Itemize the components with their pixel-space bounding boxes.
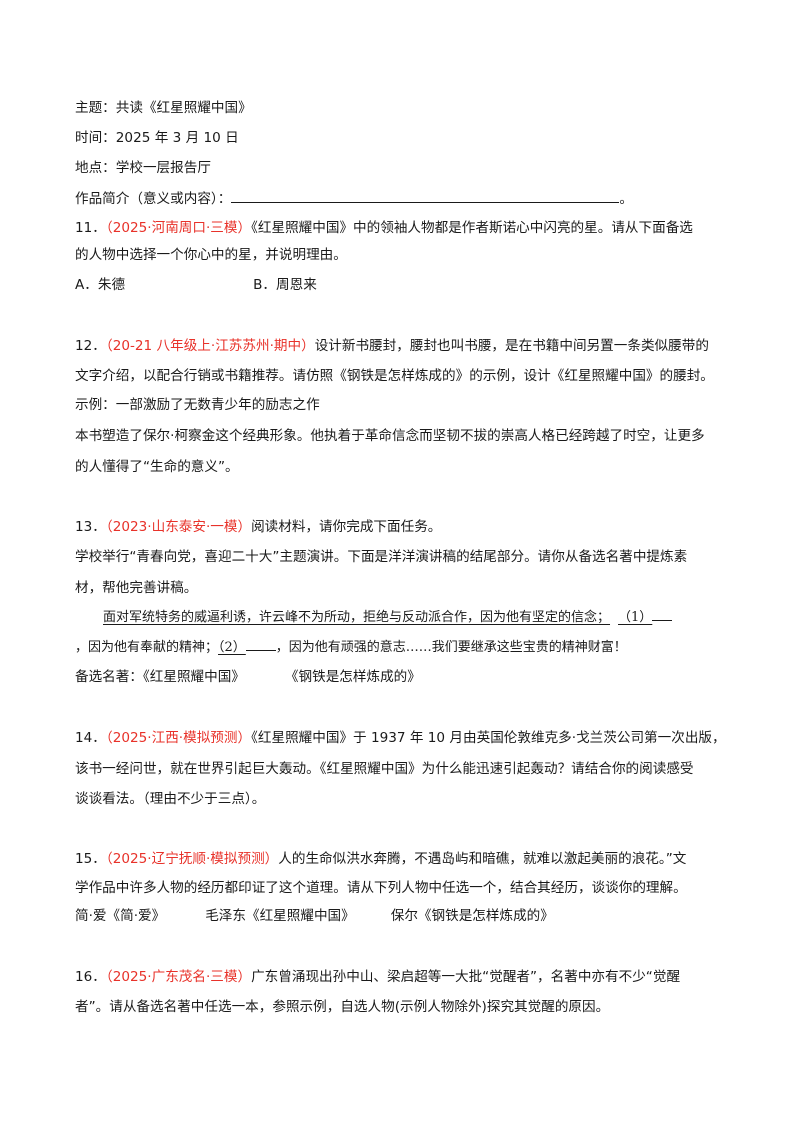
q12-example: 示例：一部激励了无数青少年的励志之作 (75, 397, 320, 413)
q14-line2: 该书一经问世，就在世界引起巨大轰动。《红星照耀中国》为什么能迅速引起轰动？请结合… (75, 761, 694, 777)
q16-text1: 广东曾涌现出孙中山、梁启超等一大批“觉醒者”，名著中亦有不少“觉醒 (251, 969, 681, 985)
q14-line3: 谈谈看法。（理由不少于三点）。 (75, 791, 266, 807)
q13-line3: 材，帮他完善讲稿。 (75, 580, 198, 596)
q13-speech-text2a: ，因为他有奉献的精神； (75, 640, 219, 655)
q13-line1: 13．（2023·山东泰安·一模）阅读材料，请你完成下面任务。 (75, 517, 441, 537)
q14-line1: 14．（2025·江西·模拟预测）《红星照耀中国》于 1937 年 10 月由英… (75, 728, 726, 748)
q13-book-second: 《钢铁是怎样炼成的》 (284, 669, 421, 685)
q15-choice2: 毛泽东《红星照耀中国》 (205, 908, 355, 924)
q12-line4: 的人懂得了“生命的意义”。 (75, 459, 239, 475)
q14-number: 14． (75, 730, 106, 746)
q13-blank1-line (652, 608, 673, 621)
q13-speech-text1: 面对军统特务的威逼利诱，许云峰不为所动，拒绝与反动派合作，因为他有坚定的信念； (103, 610, 611, 625)
event-theme: 主题：共读《红星照耀中国》 (75, 100, 252, 116)
intro-label: 作品简介（意义或内容）： (75, 191, 232, 207)
q15-line2: 学作品中许多人物的经历都印证了这个道理。请从下列人物中任选一个，结合其经历，谈谈… (75, 880, 687, 896)
q13-number: 13． (75, 519, 106, 535)
q16-line1: 16．（2025·广东茂名·三模）广东曾涌现出孙中山、梁启超等一大批“觉醒者”，… (75, 967, 680, 987)
q13-blank2[interactable]: （2） (218, 640, 246, 655)
q16-number: 16． (75, 969, 106, 985)
q13-blank2-line (245, 638, 276, 651)
q12-line3: 本书塑造了保尔·柯察金这个经典形象。他执着于革命信念而坚韧不拔的崇高人格已经跨越… (75, 428, 705, 444)
q15-choices: 简·爱《简·爱》 毛泽东《红星照耀中国》 保尔《钢铁是怎样炼成的》 (75, 906, 554, 926)
q13-blank1[interactable]: （1） (618, 610, 653, 625)
q15-choice1: 简·爱《简·爱》 (75, 908, 166, 924)
q16-source: （2025·广东茂名·三模） (105, 969, 252, 985)
q12-text1: 设计新书腰封，腰封也叫书腰，是在书籍中间另置一条类似腰带的 (314, 338, 709, 354)
event-intro: 作品简介（意义或内容）： 。 (75, 188, 633, 209)
event-place: 地点：学校一层报告厅 (75, 160, 211, 176)
q15-choice3: 保尔《钢铁是怎样炼成的》 (390, 908, 554, 924)
q14-text1: 《红星照耀中国》于 1937 年 10 月由英国伦敦维克多·戈兰茨公司第一次出版… (251, 730, 726, 746)
q11-text1: 《红星照耀中国》中的领袖人物都是作者斯诺心中闪亮的星。请从下面备选 (251, 220, 693, 236)
q13-books: 备选名著：《红星照耀中国》 《钢铁是怎样炼成的》 (75, 667, 421, 687)
q13-speech-line2: ，因为他有奉献的精神；（2） ，因为他有顽强的意志……我们要继承这些宝贵的精神财富… (75, 638, 627, 658)
q11-options: A．朱德 B．周恩来 (75, 275, 317, 295)
q12-line2: 文字介绍，以配合行销或书籍推荐。请仿照《钢铁是怎样炼成的》的示例，设计《红星照耀… (75, 368, 714, 384)
q14-source: （2025·江西·模拟预测） (105, 730, 252, 746)
q13-books-label: 备选名著：《红星照耀中国》 (75, 669, 245, 685)
q16-line2: 者”。请从备选名著中任选一本，参照示例，自选人物(示例人物除外)探究其觉醒的原因… (75, 999, 610, 1015)
q12-line1: 12．（20-21 八年级上·江苏苏州·期中）设计新书腰封，腰封也叫书腰，是在书… (75, 336, 709, 356)
q15-line1: 15．（2025·辽宁抚顺·模拟预测）人的生命似洪水奔腾，不遇岛屿和暗礁，就难以… (75, 849, 686, 869)
q15-number: 15． (75, 851, 106, 867)
q11-number: 11． (75, 220, 106, 236)
q11-option-b: B．周恩来 (253, 277, 317, 293)
q13-speech-line1: 面对军统特务的威逼利诱，许云峰不为所动，拒绝与反动派合作，因为他有坚定的信念； （… (103, 608, 673, 628)
q13-line2: 学校举行“青春向党，喜迎二十大”主题演讲。下面是洋洋演讲稿的结尾部分。请你从备选… (75, 549, 688, 565)
q13-source: （2023·山东泰安·一模） (105, 519, 252, 535)
event-time: 时间：2025 年 3 月 10 日 (75, 130, 239, 146)
intro-end: 。 (619, 191, 633, 207)
q12-number: 12． (75, 338, 106, 354)
q13-speech-text2b: ，因为他有顽强的意志……我们要继承这些宝贵的精神财富！ (275, 640, 627, 655)
q11-line2: 的人物中选择一个你心中的星，并说明理由。 (75, 247, 347, 263)
q15-text1: 人的生命似洪水奔腾，不遇岛屿和暗礁，就难以激起美丽的浪花。”文 (278, 851, 687, 867)
q11-option-a: A．朱德 (75, 277, 126, 293)
q11-source: （2025·河南周口·三模） (105, 220, 252, 236)
q13-text1: 阅读材料，请你完成下面任务。 (251, 519, 442, 535)
q11-line1: 11．（2025·河南周口·三模）《红星照耀中国》中的领袖人物都是作者斯诺心中闪… (75, 218, 693, 238)
intro-answer-blank[interactable] (231, 188, 620, 203)
q15-source: （2025·辽宁抚顺·模拟预测） (105, 851, 279, 867)
q12-source: （20-21 八年级上·江苏苏州·期中） (105, 338, 315, 354)
